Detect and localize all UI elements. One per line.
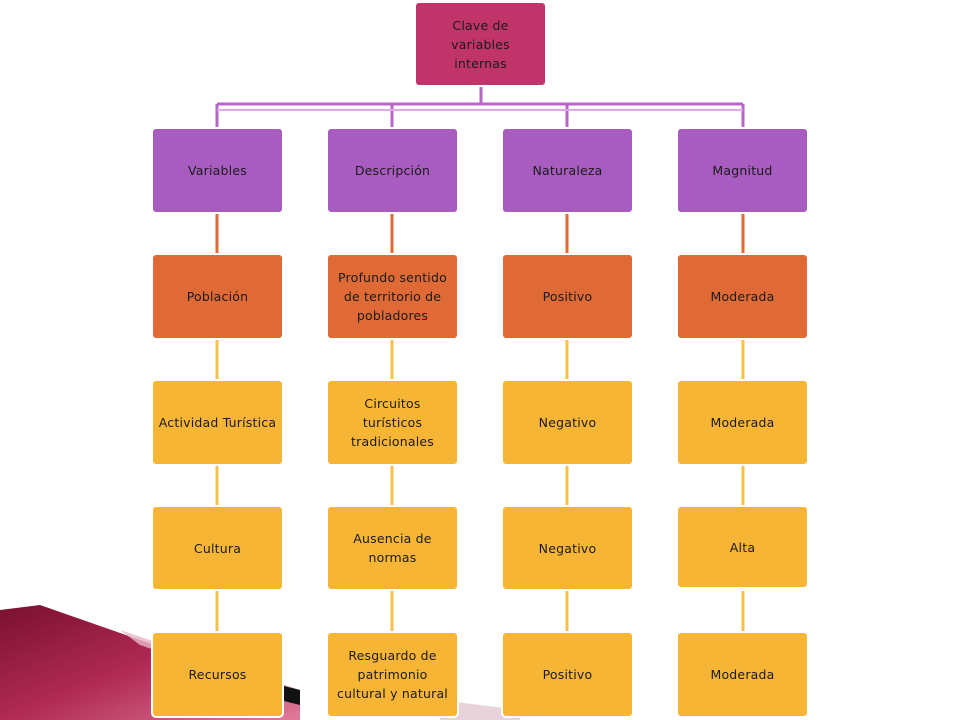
node-label: Positivo [542,667,593,682]
node-cultura: Cultura [151,505,284,591]
node-profundo-sentido: Profundo sentido de territorio de poblad… [326,253,459,340]
node-label: Negativo [538,415,597,430]
node-moderada-3: Moderada [676,631,809,718]
root-label: Clave de variables internas [451,17,510,71]
node-circuitos-turisticos: Circuitos turísticos tradicionales [326,379,459,466]
node-label: Ausencia de normas [353,531,432,565]
node-negativo-2: Negativo [501,505,634,591]
node-label: Moderada [710,667,775,682]
node-label: Negativo [538,540,597,556]
node-resguardo-patrimonio: Resguardo de patrimonio cultural y natur… [326,631,459,718]
corner-shape-light [440,700,520,720]
node-poblacion: Población [151,253,284,340]
node-moderada-2: Moderada [676,379,809,466]
node-label: Recursos [188,667,247,682]
node-label: Moderada [710,289,775,304]
node-label: Población [186,289,249,304]
header-label: Descripción [354,163,431,178]
node-label: Alta [729,539,756,555]
header-label: Variables [188,163,247,178]
node-label: Moderada [710,415,775,430]
node-alta: Alta [676,505,809,589]
root-node: Clave de variables internas [414,1,547,87]
node-label: Actividad Turística [158,415,277,430]
node-moderada-1: Moderada [676,253,809,340]
node-negativo-1: Negativo [501,379,634,466]
node-recursos: Recursos [151,631,284,718]
header-naturaleza: Naturaleza [501,127,634,214]
node-ausencia-normas: Ausencia de normas [326,505,459,591]
node-actividad-turistica: Actividad Turística [151,379,284,466]
node-positivo-1: Positivo [501,253,634,340]
node-label: Positivo [542,289,593,304]
header-magnitud: Magnitud [676,127,809,214]
header-label: Naturaleza [532,163,603,178]
header-variables: Variables [151,127,284,214]
node-label: Profundo sentido de territorio de poblad… [338,270,447,323]
node-positivo-2: Positivo [501,631,634,718]
node-label: Circuitos turísticos tradicionales [351,396,434,449]
header-label: Magnitud [712,163,773,178]
header-descripcion: Descripción [326,127,459,214]
node-label: Resguardo de patrimonio cultural y natur… [337,648,448,701]
node-label: Cultura [193,540,242,556]
